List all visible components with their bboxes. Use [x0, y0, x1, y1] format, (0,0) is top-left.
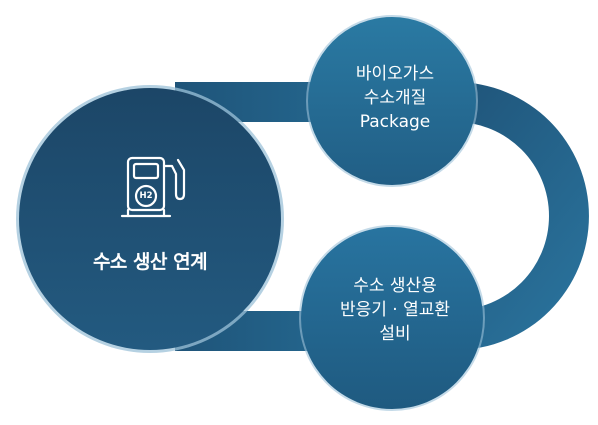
bottom-node-label: 수소 생산용 반응기 · 열교환 설비	[300, 274, 490, 346]
bottom-node-line-1: 수소 생산용	[353, 276, 437, 296]
top-node-circle	[308, 17, 476, 185]
bottom-node-line-3: 설비	[379, 324, 411, 345]
top-node-line-3: Package	[359, 112, 431, 133]
top-node-line-2: 수소개질	[363, 88, 427, 109]
center-label: 수소 생산 연계	[92, 251, 208, 273]
hydrogen-fuel-pump-icon	[120, 156, 186, 218]
right-connector-arc	[380, 82, 589, 350]
top-node-line-1: 바이오가스	[355, 64, 435, 84]
bottom-node-line-2: 반응기 · 열교환	[339, 300, 451, 321]
bottom-node-circle	[301, 227, 483, 409]
h2-badge-text: H2	[139, 191, 153, 201]
center-circle	[19, 88, 281, 350]
top-node-label: 바이오가스 수소개질 Package	[310, 62, 480, 134]
